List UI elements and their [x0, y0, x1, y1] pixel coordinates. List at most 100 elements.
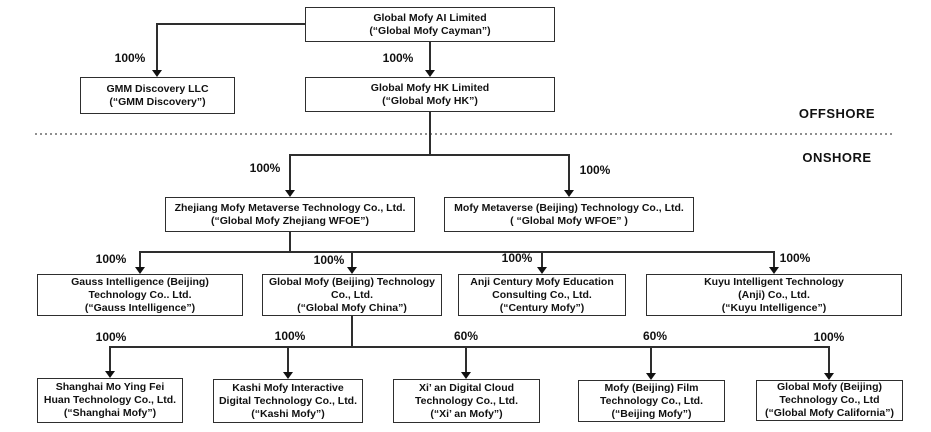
ownership-label-beijing-film: 60% [642, 329, 668, 343]
connector-line [156, 23, 158, 70]
connector-line [351, 251, 353, 267]
connector-line [289, 154, 291, 190]
arrowhead-icon [537, 267, 547, 274]
ownership-label-california: 100% [813, 330, 845, 344]
company-alias: (“Century Mofy”) [499, 301, 585, 314]
connector-line [109, 346, 830, 348]
company-name: Kuyu Intelligent Technology [704, 275, 844, 288]
connector-line [541, 251, 543, 267]
node-xian-mofy: Xi’ an Digital Cloud Technology Co., Ltd… [393, 379, 540, 423]
company-name: (Anji) Co., Ltd. [738, 288, 810, 301]
company-name: Technology Co., Ltd. [599, 394, 704, 407]
company-alias: (“Global Mofy Zhejiang WFOE”) [210, 214, 370, 227]
company-name: Xi’ an Digital Cloud [418, 381, 515, 394]
company-name: Technology Co., Ltd. [414, 394, 519, 407]
company-name: Mofy Metaverse (Beijing) Technology Co.,… [454, 201, 684, 214]
connector-line [289, 232, 291, 253]
company-alias: (“Global Mofy China”) [297, 301, 407, 314]
company-alias: (“Xi’ an Mofy”) [430, 407, 503, 420]
offshore-label: OFFSHORE [798, 106, 876, 121]
company-alias: (“Global Mofy Cayman”) [369, 24, 491, 37]
arrowhead-icon [347, 267, 357, 274]
onshore-label: ONSHORE [802, 150, 872, 165]
connector-line [429, 112, 431, 155]
ownership-label-kashi: 100% [274, 329, 306, 343]
connector-line [157, 23, 305, 25]
node-global-mofy-cayman: Global Mofy AI Limited (“Global Mofy Cay… [305, 7, 555, 42]
company-alias: (“Kashi Mofy”) [251, 407, 325, 420]
connector-line [139, 251, 141, 267]
arrowhead-icon [646, 373, 656, 380]
ownership-label-hk-beijing-wfoe: 100% [579, 163, 611, 177]
connector-line [650, 346, 652, 373]
company-name: Mofy (Beijing) Film [604, 381, 699, 394]
ownership-label-kuyu: 100% [779, 251, 811, 265]
company-name: Huan Technology Co., Ltd. [43, 394, 177, 406]
ownership-label-cayman-hk: 100% [382, 51, 414, 65]
company-alias: ( “Global Mofy WFOE” ) [510, 214, 628, 227]
company-name: Technology Co., Ltd [779, 394, 880, 406]
company-name: Digital Technology Co., Ltd. [218, 394, 358, 407]
company-alias: (“Shanghai Mofy”) [63, 407, 157, 419]
connector-line [351, 316, 353, 347]
company-name: GMM Discovery LLC [106, 82, 209, 95]
connector-line [109, 346, 111, 371]
company-alias: (“GMM Discovery”) [109, 95, 206, 108]
arrowhead-icon [425, 70, 435, 77]
company-name: Gauss Intelligence (Beijing) [71, 275, 209, 288]
ownership-label-china: 100% [313, 253, 345, 267]
arrowhead-icon [285, 190, 295, 197]
node-shanghai-mofy: Shanghai Mo Ying Fei Huan Technology Co.… [37, 378, 183, 423]
node-global-mofy-china: Global Mofy (Beijing) Technology Co., Lt… [262, 274, 442, 316]
connector-line [568, 154, 570, 190]
arrowhead-icon [769, 267, 779, 274]
arrowhead-icon [283, 372, 293, 379]
arrowhead-icon [152, 70, 162, 77]
company-name: Zhejiang Mofy Metaverse Technology Co., … [174, 201, 406, 214]
arrowhead-icon [461, 372, 471, 379]
ownership-label-gauss: 100% [95, 252, 127, 266]
node-gauss-intelligence: Gauss Intelligence (Beijing) Technology … [37, 274, 243, 316]
company-name: Kashi Mofy Interactive [232, 381, 344, 394]
company-name: Anji Century Mofy Education [470, 275, 614, 288]
connector-line [289, 154, 570, 156]
ownership-label-cayman-gmm: 100% [114, 51, 146, 65]
arrowhead-icon [824, 373, 834, 380]
company-name: Global Mofy (Beijing) Technology [268, 275, 436, 288]
company-alias: (“Beijing Mofy”) [611, 407, 692, 420]
company-name: Global Mofy AI Limited [373, 11, 487, 24]
node-beijing-wfoe: Mofy Metaverse (Beijing) Technology Co.,… [444, 197, 694, 232]
company-name: Technology Co.. Ltd. [88, 288, 192, 301]
company-alias: (“Kuyu Intelligence”) [721, 301, 827, 314]
node-kashi-mofy: Kashi Mofy Interactive Digital Technolog… [213, 379, 363, 423]
company-alias: (“Gauss Intelligence”) [84, 301, 196, 314]
company-alias: (“Global Mofy HK”) [382, 94, 478, 107]
ownership-label-xian: 60% [453, 329, 479, 343]
connector-line [287, 346, 289, 372]
node-zhejiang-wfoe: Zhejiang Mofy Metaverse Technology Co., … [165, 197, 415, 232]
arrowhead-icon [105, 371, 115, 378]
node-beijing-mofy-film: Mofy (Beijing) Film Technology Co., Ltd.… [578, 380, 725, 422]
connector-line [429, 42, 431, 70]
connector-line [828, 346, 830, 373]
node-century-mofy: Anji Century Mofy Education Consulting C… [458, 274, 626, 316]
company-alias: (“Global Mofy California”) [765, 407, 894, 419]
ownership-label-hk-zhejiang: 100% [249, 161, 281, 175]
connector-line [773, 251, 775, 267]
company-name: Global Mofy HK Limited [370, 81, 490, 94]
node-kuyu-intelligence: Kuyu Intelligent Technology (Anji) Co., … [646, 274, 902, 316]
node-global-mofy-california: Global Mofy (Beijing) Technology Co., Lt… [756, 380, 903, 421]
ownership-label-shanghai: 100% [95, 330, 127, 344]
company-name: Shanghai Mo Ying Fei [55, 381, 165, 393]
ownership-label-anji: 100% [501, 251, 533, 265]
connector-line [465, 346, 467, 372]
company-name: Consulting Co., Ltd. [492, 288, 592, 301]
company-name: Global Mofy (Beijing) [777, 381, 882, 393]
arrowhead-icon [135, 267, 145, 274]
node-gmm-discovery: GMM Discovery LLC (“GMM Discovery”) [80, 77, 235, 114]
offshore-onshore-divider [35, 133, 895, 135]
company-name: Co., Ltd. [331, 288, 373, 301]
arrowhead-icon [564, 190, 574, 197]
node-global-mofy-hk: Global Mofy HK Limited (“Global Mofy HK”… [305, 77, 555, 112]
